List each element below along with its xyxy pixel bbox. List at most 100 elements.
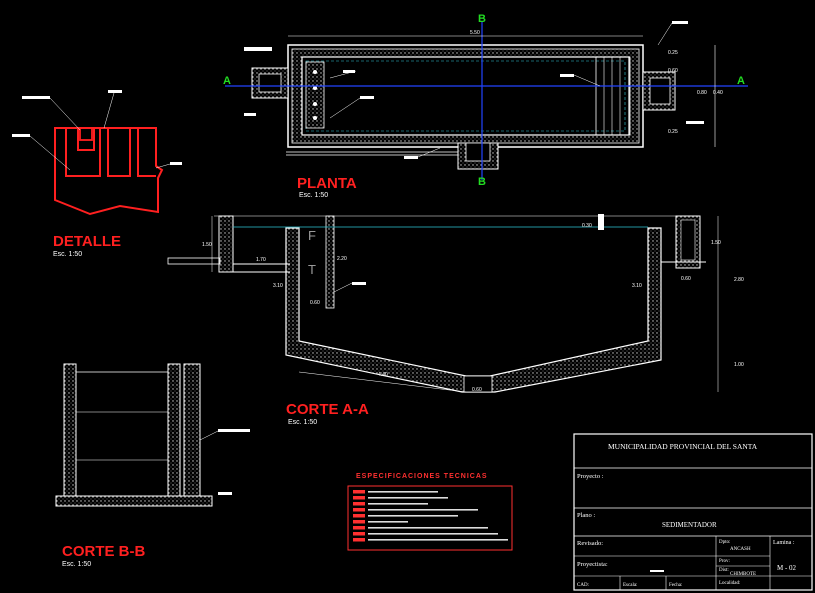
dim-a-left2: 1.70 <box>256 257 266 263</box>
detalle-view: DETALLE Esc. 1:50 <box>12 90 182 258</box>
orifice <box>313 86 317 90</box>
corte-bb-scale: Esc. 1:50 <box>62 561 91 568</box>
note-block <box>218 492 232 495</box>
dim-a-bottom: 4.40 <box>378 372 388 378</box>
planta-title: PLANTA <box>297 175 357 192</box>
spec-bullet <box>353 520 365 524</box>
specs-frame <box>347 485 513 551</box>
note-block <box>352 282 366 285</box>
spec-text-line <box>368 503 428 505</box>
note-block <box>672 21 688 24</box>
spec-bullet <box>353 490 365 494</box>
corte-aa-tank-wall <box>285 227 662 393</box>
tb-lamina-value: M - 02 <box>777 564 797 572</box>
corte-aa-title: CORTE A-A <box>286 401 369 418</box>
spec-text-line <box>368 491 438 493</box>
spec-text-line <box>368 527 488 529</box>
dim-planta-r2: 0.60 <box>668 68 678 74</box>
section-mark-a-left: A <box>223 75 231 87</box>
spec-text-line <box>368 497 448 499</box>
section-mark-b-top: B <box>478 13 486 25</box>
tb-dist-label: Dist: <box>719 568 729 573</box>
dim-planta-r5: 0.25 <box>668 129 678 135</box>
tb-escala-label: Escala: <box>623 583 637 588</box>
corte-bb-view: CORTE B-B Esc. 1:50 <box>55 363 250 568</box>
spec-text-line <box>368 539 508 541</box>
dim-a-t: 0.60 <box>310 300 320 306</box>
detalle-inner <box>65 128 156 177</box>
planta-inlet-chamber <box>251 67 289 99</box>
spec-text-line <box>368 533 498 535</box>
spec-text-line <box>368 509 478 511</box>
dim-planta-r3: 0.80 <box>697 90 707 96</box>
tb-lamina-label: Lamina : <box>773 540 795 546</box>
corte-bb-title: CORTE B-B <box>62 543 145 560</box>
specs-title: ESPECIFICACIONES TECNICAS <box>356 473 488 480</box>
spec-bullet <box>353 526 365 530</box>
dim-a-left3: 3.10 <box>273 283 283 289</box>
specs-box: ESPECIFICACIONES TECNICAS <box>347 473 513 551</box>
section-mark-a-right: A <box>737 75 745 87</box>
tb-plano-label: Plano : <box>577 512 595 519</box>
dim-a-left1: 1.50 <box>202 242 212 248</box>
label-t: T <box>308 262 316 277</box>
tb-proyectista-label: Proyectista: <box>577 561 608 568</box>
planta-baffle-wall <box>305 61 325 129</box>
corte-bb-left-wall <box>63 363 77 501</box>
note-block <box>244 47 272 51</box>
corte-aa-inlet-pipe <box>167 257 221 265</box>
dim-a-r2: 3.10 <box>632 283 642 289</box>
tb-localidad-label: Localidad: <box>719 581 740 586</box>
corte-aa-scale: Esc. 1:50 <box>288 419 317 426</box>
note-block <box>360 96 374 99</box>
planta-view: A A B B 5.50 0.25 0.60 0.80 0.40 0.25 PL… <box>223 13 748 199</box>
section-mark-b-bottom: B <box>478 176 486 188</box>
note-block <box>108 90 122 93</box>
tb-dpto-value: ANCASH <box>730 547 751 552</box>
dim-a-r4: 1.50 <box>711 240 721 246</box>
orifice <box>313 70 317 74</box>
tb-dpto-label: Dpto: <box>719 540 730 545</box>
dim-a-r1: 0.30 <box>582 223 592 229</box>
corte-bb-right-wall <box>183 363 201 501</box>
dim-a-drain: 0.60 <box>472 387 482 393</box>
dim-a-mid: 2.20 <box>337 256 347 262</box>
corte-aa-drain <box>463 375 493 393</box>
dim-planta-r4: 0.40 <box>713 90 723 96</box>
orifice <box>313 102 317 106</box>
dim-planta-top: 5.50 <box>470 30 480 36</box>
tb-fecha-label: Fecha: <box>669 583 682 588</box>
tb-dist-value: CHIMBOTE <box>730 572 756 577</box>
dim-a-r5: 2.80 <box>734 277 744 283</box>
spec-bullet <box>353 508 365 512</box>
note-block <box>343 70 355 73</box>
tb-prov-label: Prov: <box>719 559 730 564</box>
note-block <box>560 74 574 77</box>
corte-aa-inlet-wall <box>218 215 234 273</box>
note-block <box>244 113 256 116</box>
corte-aa-view: F T 1.50 1.70 2.20 3.10 0.60 0.30 3.10 0… <box>167 214 744 426</box>
tb-entity: MUNICIPALIDAD PROVINCIAL DEL SANTA <box>608 442 758 451</box>
detalle-outline <box>54 127 164 216</box>
planta-inlet-box <box>258 73 282 93</box>
corte-bb-base <box>55 495 213 507</box>
spec-text-line <box>368 515 458 517</box>
spec-bullet <box>353 496 365 500</box>
tb-proyecto-label: Proyecto : <box>577 473 604 480</box>
spec-bullet <box>353 538 365 542</box>
spec-bullet <box>353 502 365 506</box>
dim-a-r3: 0.60 <box>681 276 691 282</box>
title-block-frame <box>573 433 813 591</box>
planta-outlet-zone <box>595 56 631 136</box>
corte-bb-center-wall <box>167 363 181 501</box>
tb-cad-label: CAD: <box>577 583 589 588</box>
spec-text-line <box>368 521 408 523</box>
weir <box>598 214 604 230</box>
detalle-title: DETALLE <box>53 233 121 250</box>
planta-inner-basin <box>301 56 630 136</box>
planta-scale: Esc. 1:50 <box>299 192 328 199</box>
specs-text-lines <box>353 490 508 542</box>
dim-a-r6: 1.00 <box>734 362 744 368</box>
note-block <box>218 429 250 432</box>
